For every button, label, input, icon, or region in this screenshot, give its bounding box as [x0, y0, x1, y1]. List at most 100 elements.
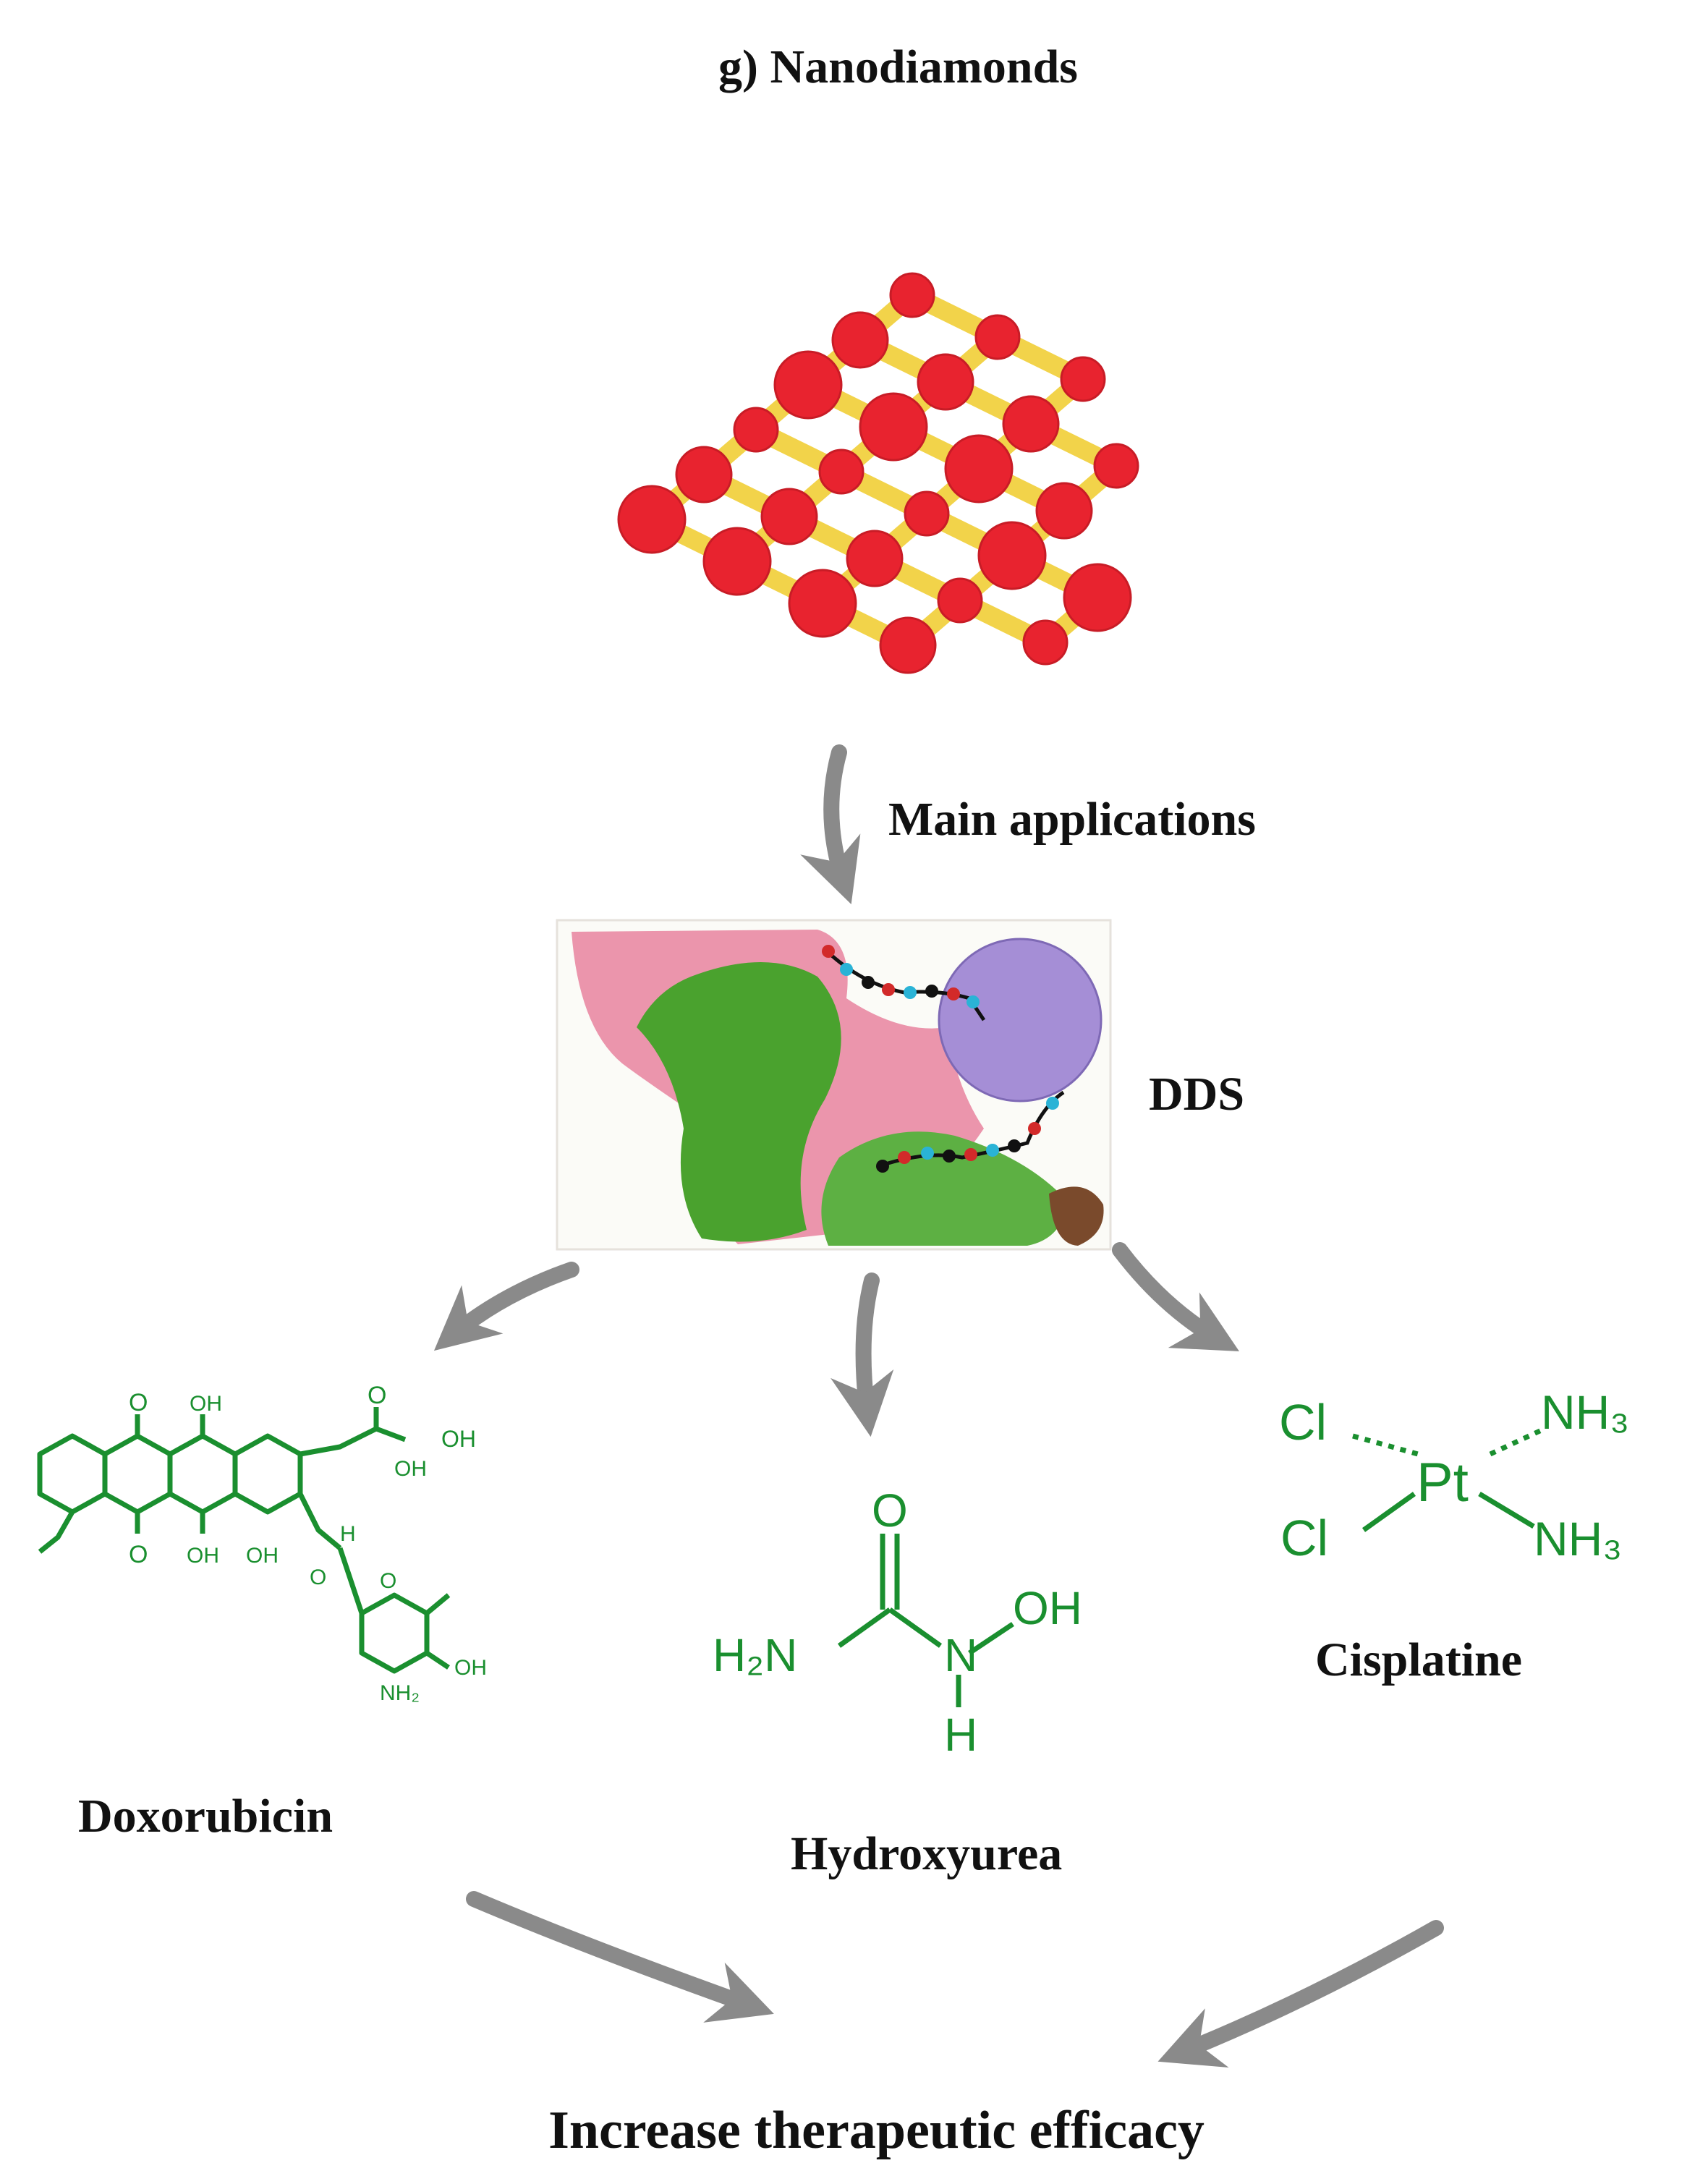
- lattice-atom: [944, 434, 1014, 503]
- arrow-to-doxorubicin: [433, 1262, 579, 1351]
- linker-atom: [925, 985, 938, 998]
- arrow-to-cisplatine: [1112, 1242, 1240, 1351]
- cisplatine-atom-cl-lower: Cl: [1280, 1510, 1328, 1566]
- doxo-ring-b: [102, 1433, 173, 1515]
- linker-atom: [947, 987, 960, 1000]
- cisplatine-structure: [1352, 1426, 1546, 1532]
- doxo-atom-oh1: OH: [190, 1392, 222, 1416]
- hydroxyurea-atom-labels: O H₂N N OH H: [713, 1484, 1082, 1761]
- linker-atom: [967, 995, 980, 1008]
- cisplatine-atom-nh3-lower: NH₃: [1534, 1512, 1622, 1565]
- cisplatine-bond-cl-upper: [1352, 1433, 1419, 1457]
- vesicle-purple: [938, 938, 1103, 1102]
- dds-illustration: [556, 919, 1112, 1251]
- doxo-ring-d: [232, 1433, 303, 1515]
- doxo-atom-o5: O: [380, 1569, 396, 1593]
- lattice-atom: [1063, 563, 1132, 632]
- lattice-atom: [859, 392, 928, 462]
- arrow-doxorubicin-to-outcome: [466, 1891, 774, 2023]
- linker-atom: [964, 1148, 977, 1161]
- doxo-atom-o3: O: [129, 1541, 148, 1568]
- linker-atom: [862, 976, 875, 989]
- cisplatine-atom-nh3-upper: NH₃: [1541, 1385, 1629, 1439]
- cisplatine-bond-nh3-upper: [1489, 1426, 1546, 1457]
- cisplatine-bond-nh3-lower: [1478, 1491, 1535, 1529]
- hydroxyurea-atom-n: N: [944, 1629, 977, 1681]
- cisplatine-atom-cl-upper: Cl: [1279, 1394, 1327, 1450]
- linker-atom: [943, 1150, 956, 1163]
- lattice-atom: [879, 616, 937, 674]
- doxo-atom-o4: O: [310, 1565, 326, 1589]
- arrow-to-applications: [800, 744, 861, 904]
- lattice-atom: [1060, 356, 1106, 402]
- doxorubicin-structure: [37, 1407, 451, 1674]
- dds-label: DDS: [1149, 1068, 1245, 1121]
- tissue-brown: [1049, 1186, 1104, 1246]
- doxo-atom-oh2: OH: [441, 1426, 476, 1452]
- lattice-atom: [977, 521, 1047, 590]
- hydroxyurea-atom-oh: OH: [1013, 1582, 1082, 1634]
- doxo-side-bonds: [38, 1407, 451, 1670]
- lattice-atom: [818, 449, 865, 495]
- hydroxyurea-atom-h: H: [944, 1709, 977, 1761]
- doxo-atom-oh4: OH: [187, 1544, 219, 1568]
- lattice-atom: [917, 353, 974, 411]
- doxo-sugar-ring: [359, 1592, 430, 1674]
- lattice-atom: [1035, 482, 1093, 540]
- hydroxyurea-label: Hydroxyurea: [791, 1827, 1063, 1880]
- lattice-atom: [773, 350, 843, 420]
- lattice-atom: [617, 485, 687, 554]
- lattice-atom: [831, 311, 889, 369]
- linker-atom: [882, 983, 895, 996]
- linker-atom: [822, 945, 835, 958]
- doxorubicin-atom-labels: O OH O OH OH O OH OH H O O OH NH₂: [129, 1382, 487, 1705]
- doxo-atom-oh6: OH: [454, 1656, 487, 1680]
- doxo-ring-c: [167, 1433, 238, 1515]
- lattice-atom: [702, 527, 772, 596]
- lattice-atom: [675, 446, 733, 503]
- linker-atom: [876, 1160, 889, 1173]
- linker-atoms: [822, 945, 1059, 1173]
- linker-atom: [904, 986, 917, 999]
- doxo-atom-o1: O: [129, 1389, 148, 1416]
- linker-atom: [1046, 1097, 1059, 1110]
- linker-atom: [840, 963, 853, 976]
- lattice-atom: [788, 569, 857, 638]
- hydroxyurea-atom-o: O: [872, 1484, 908, 1537]
- lattice-atom: [904, 490, 950, 537]
- arrow-cisplatine-to-outcome: [1157, 1920, 1444, 2068]
- hydroxyurea-atom-h2n: H₂N: [713, 1629, 797, 1681]
- linker-atom: [1028, 1122, 1041, 1135]
- outcome-label: Increase therapeutic efficacy: [548, 2101, 1205, 2160]
- cisplatine-atom-labels: Cl Cl Pt NH₃ NH₃: [1279, 1385, 1629, 1566]
- lattice-atom: [1002, 395, 1060, 453]
- linker-atom: [898, 1151, 911, 1164]
- cisplatine-bond-cl-lower: [1361, 1492, 1416, 1532]
- arrow-to-hydroxyurea: [830, 1272, 894, 1437]
- linker-atom: [1008, 1139, 1021, 1152]
- nanodiamond-lattice: [617, 272, 1139, 674]
- doxo-atom-h: H: [340, 1522, 356, 1546]
- hydroxyurea-structure: [837, 1534, 1014, 1707]
- lattice-atom: [1022, 619, 1069, 666]
- lattice-atom: [889, 272, 935, 318]
- doxo-atom-oh5: OH: [246, 1544, 279, 1568]
- doxo-atom-oh3: OH: [394, 1457, 427, 1481]
- figure-title: g) Nanodiamonds: [718, 41, 1078, 93]
- tissue-green-large: [637, 962, 841, 1242]
- hydroxyurea-bonds: [837, 1534, 1014, 1707]
- lattice-atom: [760, 488, 818, 545]
- main-applications-label: Main applications: [888, 793, 1256, 846]
- cisplatine-atom-pt: Pt: [1416, 1452, 1469, 1513]
- linker-atom: [921, 1147, 934, 1160]
- lattice-atom: [1093, 443, 1139, 489]
- lattice-atom: [974, 314, 1021, 360]
- cisplatine-label: Cisplatine: [1315, 1633, 1523, 1686]
- doxo-ring-a: [37, 1433, 108, 1515]
- lattice-atom: [937, 577, 983, 624]
- doxo-atom-o2: O: [368, 1382, 386, 1409]
- linker-atom: [986, 1144, 999, 1157]
- doxorubicin-label: Doxorubicin: [78, 1790, 334, 1843]
- lattice-atom: [846, 530, 904, 587]
